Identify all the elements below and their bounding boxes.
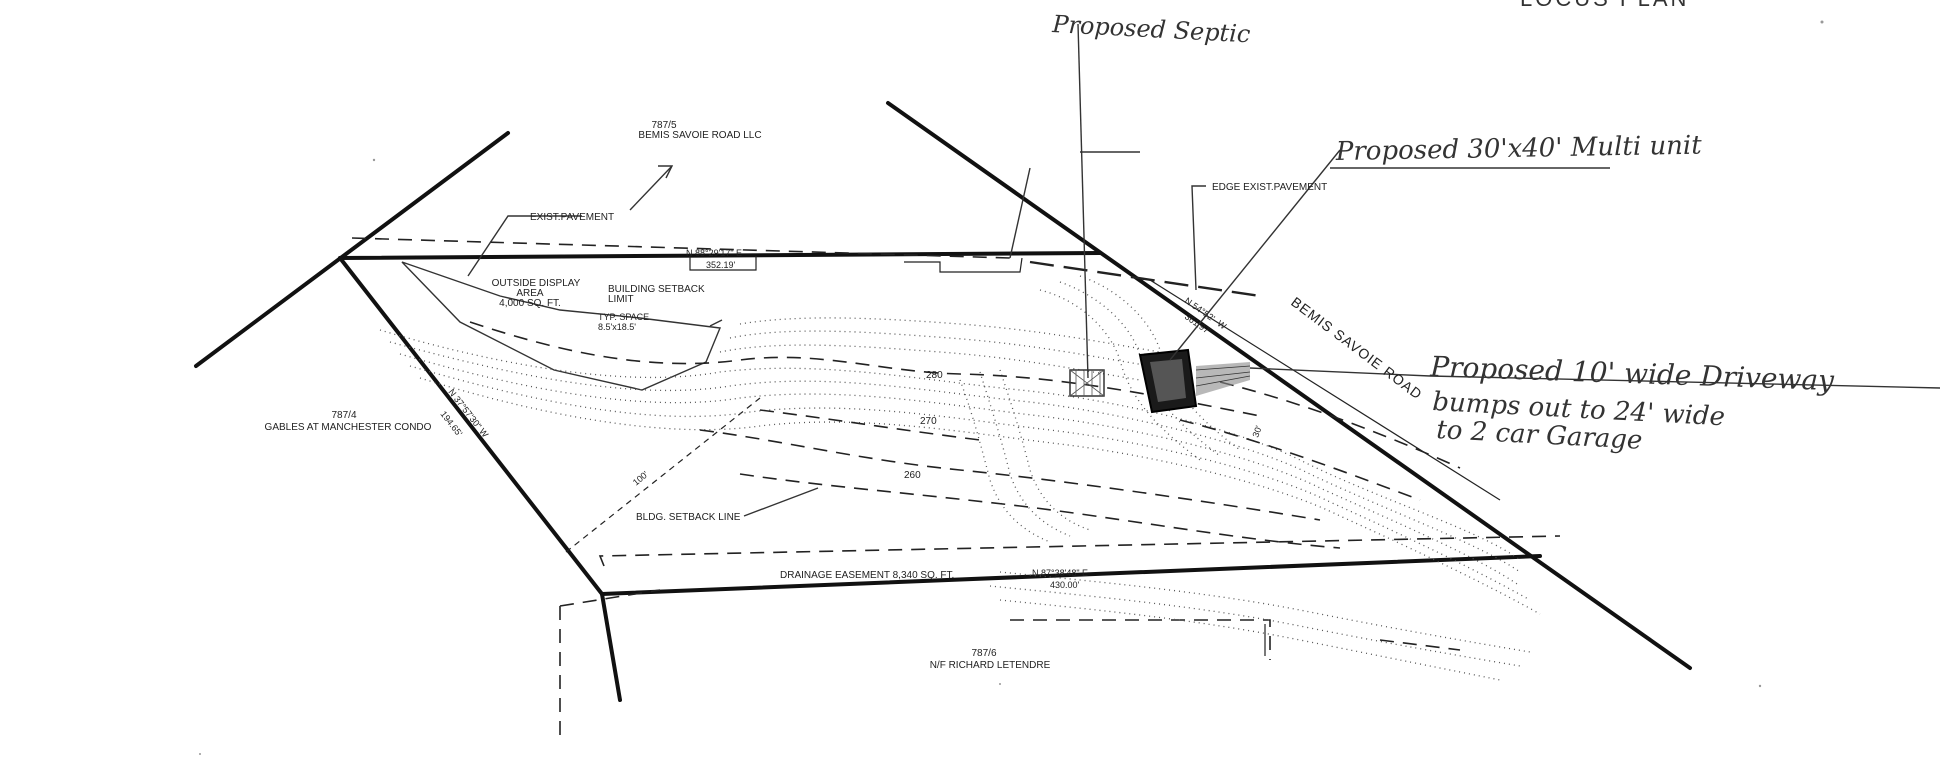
scan-specks <box>199 20 1824 755</box>
setback-100-dim: 100' <box>631 469 650 488</box>
proposed-driveway-hatch <box>1195 362 1251 396</box>
neighbor-south-name: N/F RICHARD LETENDRE <box>930 660 1051 671</box>
handwritten-septic: Proposed Septic <box>1051 10 1251 48</box>
proposed-septic-symbol <box>1069 369 1105 397</box>
contour-280-label: 280 <box>926 370 943 381</box>
neighbor-west-name: GABLES AT MANCHESTER CONDO <box>265 422 432 433</box>
building-setback-label-1: BUILDING SETBACK <box>608 284 705 295</box>
neighbor-west-lot: 787/4 <box>331 410 356 421</box>
neighbor-north-name: BEMIS SAVOIE ROAD LLC <box>638 130 761 141</box>
north-bearing: N 88°29'17" E <box>686 248 742 258</box>
north-distance: 352.19' <box>706 260 736 270</box>
outside-display-area-outline <box>401 261 721 391</box>
contour-260-label: 260 <box>904 470 921 481</box>
setback-arc <box>565 397 761 553</box>
south-distance: 430.00' <box>1050 580 1080 590</box>
road-name: BEMIS SAVOIE ROAD <box>1288 294 1425 403</box>
outside-display-label-1: OUTSIDE DISPLAY <box>492 278 581 289</box>
bldg-setback-line-label: BLDG. SETBACK LINE <box>636 512 741 523</box>
frontage-bracket <box>904 257 1023 273</box>
leader-lines <box>467 23 1940 517</box>
proposed-building-symbol <box>1138 348 1198 414</box>
handwritten-multi-unit: Proposed 30'x40' Multi unit <box>1335 131 1703 167</box>
east-setback-dim: 30' <box>1250 424 1264 439</box>
exist-pavement-label: EXIST.PAVEMENT <box>530 212 614 223</box>
locus-plan-title: LOCUS PLAN <box>1520 0 1689 11</box>
setback-lines <box>351 237 1561 735</box>
north-boundary-tick <box>689 256 757 271</box>
south-bearing: N 87°38'48" E <box>1032 568 1088 578</box>
topo-contours <box>379 275 1541 681</box>
road-edge-line <box>1149 279 1501 501</box>
property-boundary <box>194 101 1692 702</box>
building-setback-label-2: LIMIT <box>608 294 634 305</box>
outside-display-label-3: 4,000 SQ. FT. <box>499 298 561 309</box>
neighbor-north-lot: 787/5 <box>651 120 676 131</box>
contour-270-label: 270 <box>920 416 937 427</box>
typ-space-label-1: TYP. SPACE <box>598 312 649 322</box>
neighbor-south-lot: 787/6 <box>971 648 996 659</box>
drainage-easement-label: DRAINAGE EASEMENT 8,340 SQ. FT. <box>780 570 954 581</box>
typ-space-label-2: 8.5'x18.5' <box>598 322 636 332</box>
outside-display-label-2: AREA <box>516 288 544 299</box>
major-contours <box>469 321 1461 549</box>
edge-exist-pavement-label: EDGE EXIST.PAVEMENT <box>1212 182 1327 193</box>
